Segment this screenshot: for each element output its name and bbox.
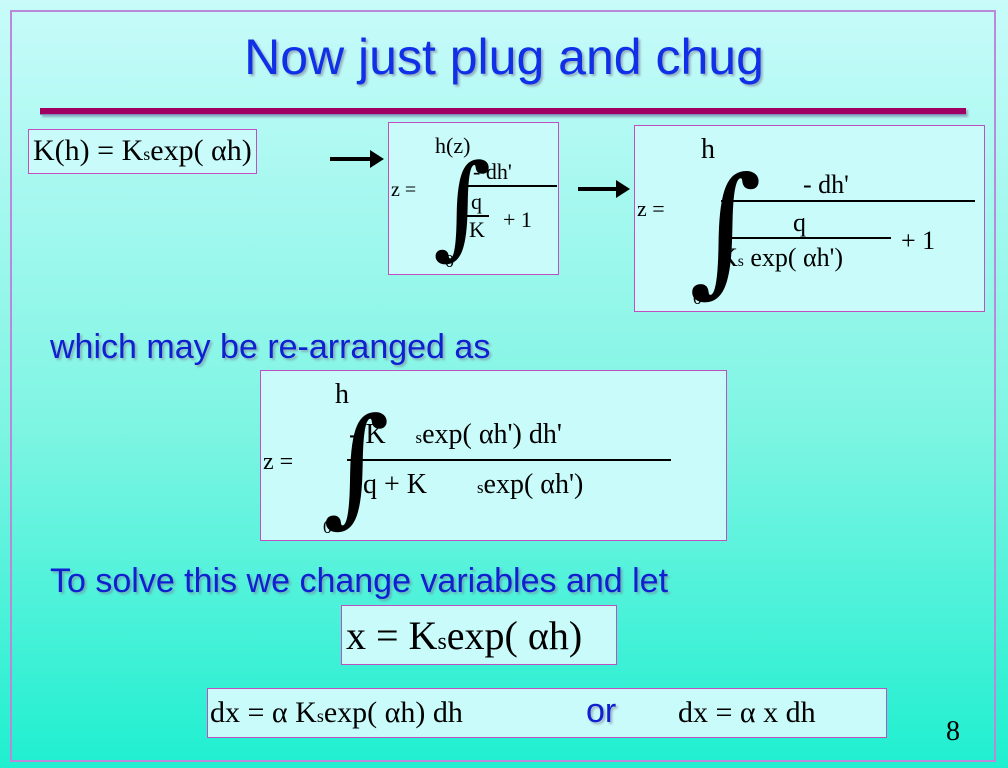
integral-sign-icon: ∫ [433,141,492,271]
eq-part: K [719,243,738,272]
differential-equation-1: dx = α Ksexp( αh) dh [210,696,463,730]
differential-equation-box: dx = α Ksexp( αh) dh dx = α x dh [207,688,887,738]
arrow-right-icon [330,150,384,168]
eq1-lower: 0 [445,251,454,271]
eq-subscript: s [437,629,447,655]
eq3-lhs: z = [263,449,294,475]
eq-part: exp( αh') [743,243,844,272]
differential-equation-2: dx = α x dh [678,696,816,729]
fraction-bar [465,185,557,187]
eq2-den-bot: Ks exp( αh') [719,243,843,273]
eq-part: exp( αh') [483,469,584,500]
integral-equation-box-1: z = h(z) ∫ - dh' q K + 1 0 [388,122,559,275]
eq1-lhs: z = [391,179,417,201]
eq-part: q + K [363,469,428,500]
integral-sign-icon: ∫ [323,391,390,540]
eq3-upper: h [335,379,349,410]
eq2-upper: h [701,134,715,165]
title-underline [40,108,966,115]
slide-title: Now just plug and chug [244,29,764,85]
page-number: 8 [946,716,960,747]
eq2-numerator: - dh' [803,170,849,199]
eq3-numerator: - K sexp( αh') dh' [349,419,562,451]
eq-subscript: s [737,253,744,270]
change-variables-text: To solve this we change variables and le… [50,562,669,600]
eq1-upper: h(z) [435,133,471,158]
eq-part: - K [349,419,386,450]
arrow-right-icon [578,180,630,198]
eq-subscript: s [143,144,151,164]
fraction-bar-inner [467,215,489,217]
eq-part: exp( αh') dh' [422,419,562,450]
eq-subscript: s [316,706,324,726]
eq-part: exp( αh) [446,613,583,658]
eq-part: K(h) = K [33,134,144,167]
slide-frame [10,10,996,762]
eq2-plus: + 1 [901,226,936,255]
eq2-lower: 0 [693,288,702,308]
or-text: or [586,692,617,730]
fraction-bar [721,200,975,202]
eq-subscript: s [415,428,423,447]
fraction-bar [347,459,671,461]
eq-part: dx = α K [210,696,317,729]
eq1-den-top: q [471,189,482,214]
eq-subscript: s [477,478,484,497]
eq1-den-bot: K [469,217,485,242]
eq3-denominator: q + K sexp( αh') [363,469,583,501]
eq-part: exp( αh) [150,134,252,167]
eq3-lower: 0 [323,517,332,537]
substitution-equation: x = Ksexp( αh) [346,612,582,659]
eq-part: exp( αh) dh [323,696,463,729]
conductivity-equation: K(h) = Ksexp( αh) [33,134,252,168]
conductivity-equation-box: K(h) = Ksexp( αh) [28,129,257,174]
eq2-den-top: q [793,208,806,237]
eq-part: x = K [346,613,438,658]
eq1-plus: + 1 [503,207,532,232]
fraction-bar-inner [719,237,891,239]
rearranged-text: which may be re-arranged as [50,328,491,366]
eq1-numerator: - dh' [473,159,512,184]
integral-equation-box-2: z = h ∫ - dh' q Ks exp( αh') + 1 0 [634,125,985,312]
integral-sign-icon: ∫ [689,148,762,311]
eq2-lhs: z = [637,196,665,221]
substitution-equation-box: x = Ksexp( αh) [341,605,617,665]
